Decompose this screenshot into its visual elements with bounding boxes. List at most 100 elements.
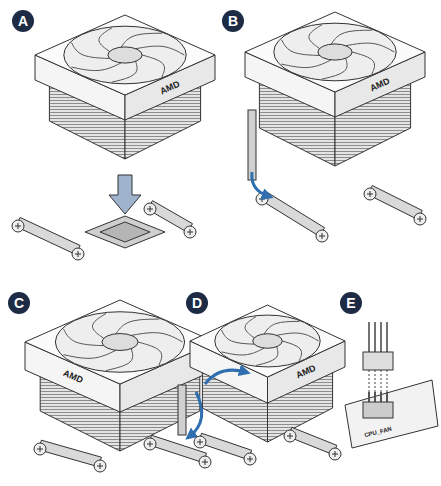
mounting-screw: [244, 453, 256, 465]
fan-hub: [108, 47, 142, 63]
fan-ring: [215, 315, 320, 367]
mounting-screw: [144, 438, 156, 450]
fan-blade: [112, 61, 137, 82]
mounting-screw: [184, 226, 196, 238]
fan-blade: [264, 321, 299, 334]
fan-blade: [142, 55, 164, 77]
cpu-die: [100, 222, 150, 242]
rotation-arrow: [190, 392, 202, 436]
screw-slot: [247, 456, 253, 462]
fan-blade: [221, 348, 264, 355]
screw-slot: [147, 441, 153, 447]
fan-blade: [346, 43, 395, 52]
fan-hub: [102, 334, 138, 351]
step-badge: B: [222, 10, 244, 32]
fan-blade: [72, 43, 110, 59]
screw-slot: [15, 223, 21, 229]
screw-slot: [147, 206, 153, 212]
mounting-screw: [316, 230, 328, 242]
step-e-figure: [345, 322, 438, 448]
pin-guide: [375, 370, 376, 394]
mounting-screw: [72, 248, 84, 260]
fan-blade: [282, 40, 320, 56]
pin-guide: [387, 370, 388, 394]
retention-lever: [248, 110, 256, 180]
fan-plug: [363, 352, 393, 370]
fan-blade: [331, 30, 372, 44]
fan-blade: [352, 52, 374, 74]
fan-blade: [282, 341, 301, 361]
mounting-screw: [12, 220, 24, 232]
screw-slot: [197, 439, 203, 445]
screw-slot: [367, 191, 373, 197]
screw-slot: [259, 196, 265, 202]
mounting-screw: [199, 456, 211, 468]
screw-slot: [202, 459, 208, 465]
mounting-screw: [94, 460, 106, 472]
rotation-arrow: [252, 172, 268, 196]
step-badge: C: [8, 292, 30, 314]
fan-blade: [221, 330, 254, 344]
fan-blade: [116, 319, 159, 334]
pin-guide: [369, 370, 370, 394]
fan-blade: [245, 316, 256, 337]
step-letter: D: [192, 296, 202, 310]
fan-hub: [318, 44, 352, 60]
shroud-top: [25, 300, 215, 384]
retention-bracket: [39, 440, 102, 467]
motherboard: [345, 380, 438, 448]
fan-blade: [71, 63, 121, 71]
step-b-figure: [245, 12, 426, 242]
fan-ring: [55, 312, 184, 372]
fan-blade: [64, 329, 104, 345]
step-letter: E: [346, 296, 355, 310]
fan-wire: [368, 322, 370, 352]
fan-wire: [380, 322, 382, 352]
fan-blade: [136, 46, 185, 55]
fan-ring: [274, 23, 396, 81]
screw-slot: [97, 463, 103, 469]
screw-slot: [319, 233, 325, 239]
retention-bracket: [368, 186, 422, 220]
fan-blade: [63, 350, 115, 358]
step-letter: B: [228, 14, 238, 28]
fan-hub: [253, 334, 283, 349]
fan-blade: [138, 342, 162, 365]
fan-wire: [374, 322, 376, 352]
cpu-chip: [85, 216, 165, 248]
screw-slot: [332, 451, 338, 457]
retention-bracket: [16, 217, 80, 254]
mounting-screw: [284, 430, 296, 442]
fan-blade: [106, 349, 133, 371]
retention-lever: [178, 385, 186, 435]
step-d-figure: [190, 305, 345, 465]
fan-wire: [386, 322, 388, 352]
fan-header: [363, 402, 393, 418]
fan-blade: [131, 333, 182, 342]
shroud-top: [35, 15, 215, 95]
fan-blade: [277, 333, 319, 341]
fan-blade: [92, 313, 106, 338]
fan-blade: [309, 25, 322, 49]
mounting-screw: [34, 443, 46, 455]
fan-blade: [99, 28, 112, 52]
rotation-arrow: [205, 370, 245, 384]
step-badge: D: [186, 292, 208, 314]
screw-slot: [417, 216, 423, 222]
pin-guide: [381, 370, 382, 394]
fan-blade: [281, 60, 331, 68]
shroud-top: [190, 305, 345, 377]
retention-bracket: [148, 435, 206, 463]
shroud-top: [245, 12, 425, 92]
step-a-figure: [12, 15, 215, 260]
down-arrow: [109, 175, 141, 214]
mounting-screw: [194, 436, 206, 448]
step-badge: A: [12, 10, 34, 32]
step-badge: E: [340, 292, 362, 314]
fan-blade: [322, 58, 347, 79]
mounting-screw: [144, 203, 156, 215]
screw-slot: [37, 446, 43, 452]
mounting-screw: [329, 448, 341, 460]
